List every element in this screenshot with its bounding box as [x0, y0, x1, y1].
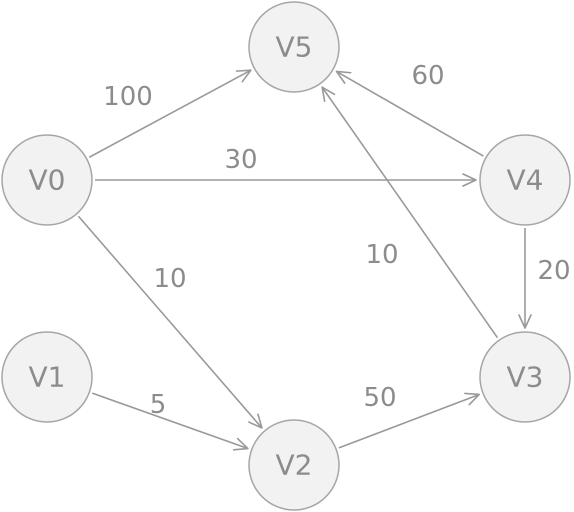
node-label: V1 — [29, 361, 66, 394]
edge-weight-label: 20 — [537, 256, 570, 286]
node-circle — [479, 331, 571, 423]
arrowhead-icon — [232, 437, 249, 451]
edge-weight-label: 5 — [150, 390, 167, 420]
edge-v0-v5: 100 — [88, 69, 252, 158]
edge-weight-label: 50 — [363, 383, 396, 413]
node-label: V3 — [507, 361, 544, 394]
arrowhead-icon — [321, 86, 336, 103]
node-circle — [248, 419, 340, 511]
node-circle — [248, 1, 340, 93]
node-v4: V4 — [479, 134, 571, 226]
node-label: V4 — [507, 164, 544, 197]
node-v2: V2 — [248, 419, 340, 511]
arrowhead-icon — [464, 392, 481, 406]
edge-v4-v3: 20 — [518, 228, 571, 329]
edge-line — [91, 392, 249, 450]
node-label: V5 — [276, 31, 313, 64]
edge-weight-label: 10 — [153, 264, 186, 294]
arrowhead-icon — [335, 70, 352, 84]
edge-weight-label: 10 — [365, 240, 398, 270]
edge-line — [88, 69, 252, 158]
node-circle — [479, 134, 571, 226]
arrowhead-icon — [235, 69, 252, 83]
node-v3: V3 — [479, 331, 571, 423]
arrowhead-icon — [462, 173, 477, 187]
edge-line — [338, 393, 480, 449]
node-v5: V5 — [248, 1, 340, 93]
edge-v3-v5: 10 — [321, 86, 499, 339]
node-v0: V0 — [1, 134, 93, 226]
edge-line — [77, 215, 263, 429]
edge-weight-label: 100 — [103, 82, 153, 112]
node-label: V2 — [276, 449, 313, 482]
node-circle — [1, 134, 93, 226]
edge-v0-v2: 10 — [77, 215, 263, 429]
arrowhead-icon — [248, 413, 263, 429]
edge-weight-label: 30 — [224, 145, 257, 175]
node-circle — [1, 331, 93, 423]
edge-v4-v5: 60 — [335, 61, 484, 157]
node-v1: V1 — [1, 331, 93, 423]
edge-line — [321, 86, 499, 339]
edge-v1-v2: 5 — [91, 390, 249, 451]
arrowhead-icon — [518, 314, 532, 329]
edge-weight-label: 60 — [411, 61, 444, 91]
edge-v2-v3: 50 — [338, 383, 481, 449]
edge-line — [336, 70, 484, 157]
edge-v0-v4: 30 — [95, 145, 477, 187]
edges-layer: 100 30 10 5 50 10 60 20 — [77, 61, 571, 451]
node-label: V0 — [29, 164, 66, 197]
